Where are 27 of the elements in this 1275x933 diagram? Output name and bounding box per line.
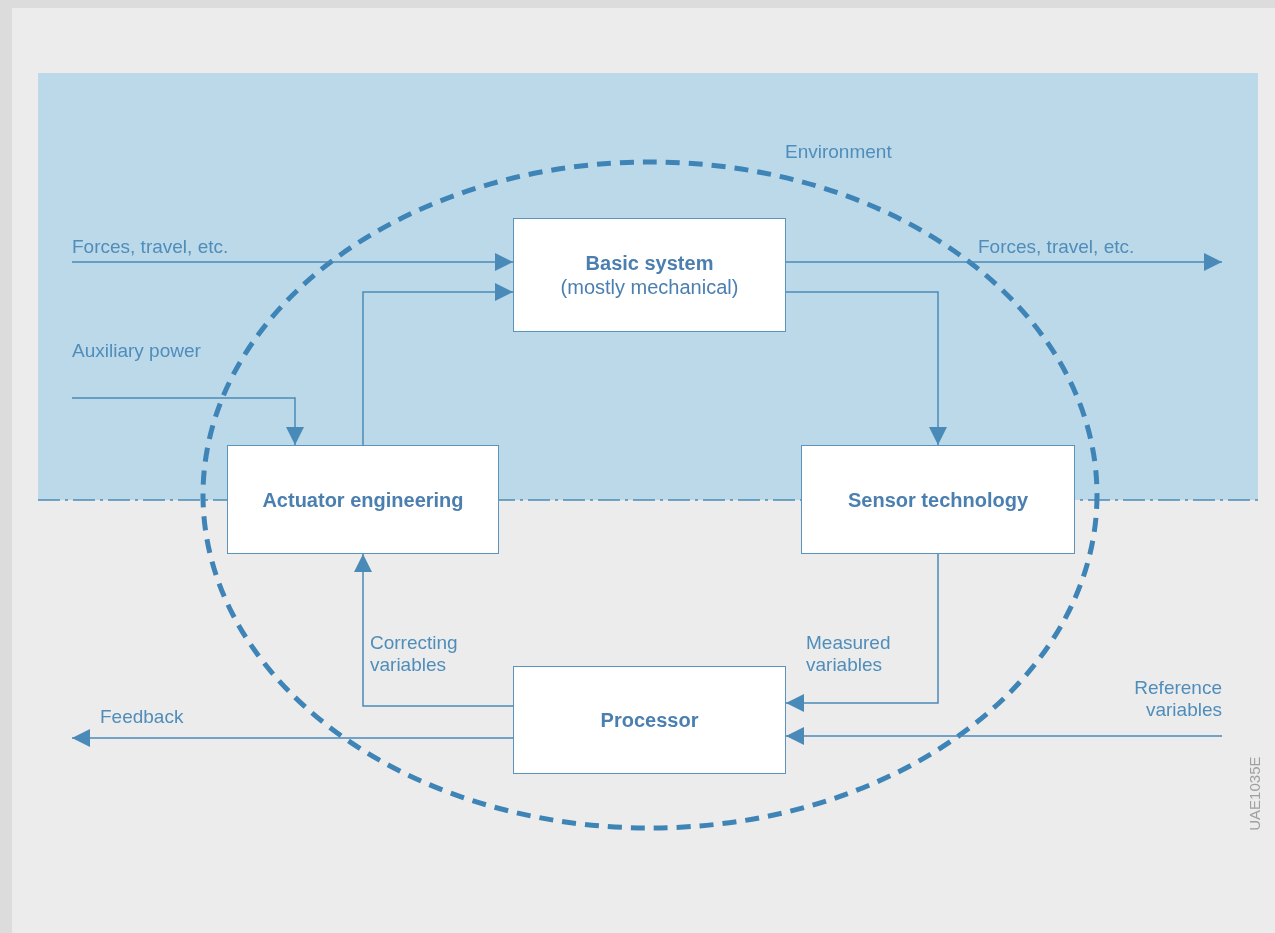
edge-label: Auxiliary power [72, 340, 201, 362]
box-title: Sensor technology [848, 487, 1028, 512]
arrow [71, 729, 514, 747]
arrow [785, 253, 1223, 271]
arrow [354, 553, 514, 707]
process-box [227, 445, 499, 554]
edge-label: Forces, travel, etc. [978, 236, 1135, 258]
arrow [71, 253, 514, 271]
edge-label: Measured variables [806, 632, 892, 676]
box-title: Actuator engineering [262, 487, 464, 512]
arrow [785, 727, 1223, 745]
edge-label: Reference variables [1133, 677, 1222, 721]
box-title: Basic system [585, 251, 714, 275]
zone-label: Environment [785, 141, 892, 163]
edge-label: Correcting variables [370, 632, 459, 676]
arrow [785, 291, 947, 446]
process-box [801, 445, 1075, 554]
edge-label: Forces, travel, etc. [72, 236, 229, 258]
arrow [785, 553, 939, 712]
process-box [513, 666, 786, 774]
figure-code: UAE1035E [1246, 756, 1264, 831]
arrow [362, 283, 514, 446]
edge-label: Feedback [100, 706, 184, 728]
box-subtitle: (mostly mechanical) [560, 275, 739, 299]
process-box [513, 218, 786, 332]
arrow [71, 397, 304, 446]
box-title: Processor [600, 708, 699, 732]
